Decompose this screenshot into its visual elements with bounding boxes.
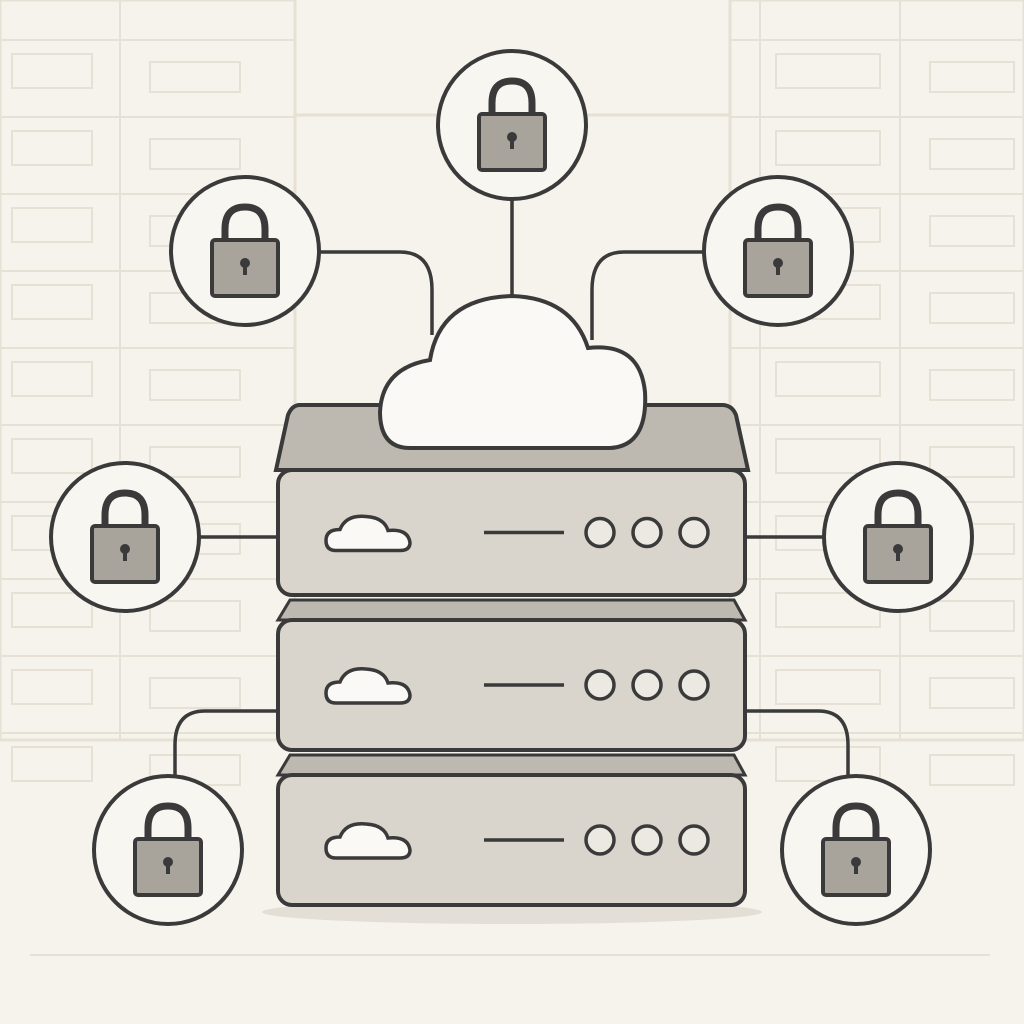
lock-shackle bbox=[488, 77, 536, 117]
lock-shackle bbox=[754, 203, 802, 243]
connection-line bbox=[590, 250, 704, 340]
wireframe-box bbox=[929, 215, 1015, 247]
indicator-light bbox=[584, 516, 616, 549]
keyhole-slot bbox=[776, 263, 780, 275]
unit-cloud-icon bbox=[324, 667, 412, 705]
wireframe-box bbox=[929, 754, 1015, 786]
lock-node bbox=[702, 175, 854, 327]
lock-icon bbox=[863, 489, 933, 584]
wireframe-box bbox=[775, 361, 881, 397]
wireframe-box bbox=[775, 53, 881, 89]
lock-node bbox=[436, 49, 588, 201]
wireframe-box bbox=[11, 438, 93, 474]
connection-line bbox=[320, 250, 434, 335]
lock-shackle bbox=[101, 489, 149, 529]
indicator-light bbox=[678, 516, 710, 549]
cloud-icon bbox=[377, 293, 648, 450]
lock-icon bbox=[90, 489, 160, 584]
server-unit bbox=[275, 753, 748, 907]
lock-icon bbox=[477, 77, 547, 172]
wireframe-box bbox=[929, 138, 1015, 170]
wireframe-box bbox=[11, 284, 93, 320]
unit-cloud-icon bbox=[324, 822, 412, 860]
wireframe-box bbox=[149, 61, 241, 93]
connection-lines bbox=[173, 200, 850, 775]
indicator-light bbox=[631, 669, 663, 701]
lock-icon bbox=[210, 203, 280, 298]
server-unit bbox=[275, 598, 748, 752]
keyhole-slot bbox=[510, 137, 514, 149]
lock-node bbox=[92, 774, 244, 926]
wireframe-box bbox=[11, 746, 93, 782]
connection-line bbox=[173, 709, 278, 775]
server-unit-ledge bbox=[275, 598, 748, 622]
lock-node bbox=[169, 175, 321, 327]
keyhole-slot bbox=[166, 862, 170, 874]
wireframe-box bbox=[929, 292, 1015, 324]
keyhole-slot bbox=[243, 263, 247, 275]
wireframe-box bbox=[149, 369, 241, 401]
lock-icon bbox=[743, 203, 813, 298]
keyhole-slot bbox=[123, 549, 127, 561]
wireframe-box bbox=[929, 446, 1015, 478]
wireframe-box bbox=[775, 669, 881, 705]
server-stack bbox=[273, 403, 751, 907]
wireframe-box bbox=[11, 207, 93, 243]
lock-node bbox=[49, 461, 201, 613]
wireframe-box bbox=[11, 592, 93, 628]
wireframe-box bbox=[149, 138, 241, 170]
wireframe-box bbox=[775, 438, 881, 474]
indicator-light bbox=[631, 516, 663, 549]
lock-node bbox=[822, 461, 974, 613]
lock-shackle bbox=[221, 203, 269, 243]
indicator-light bbox=[584, 824, 616, 856]
wireframe-box bbox=[929, 369, 1015, 401]
indicator-light bbox=[631, 824, 663, 856]
wireframe-box bbox=[11, 669, 93, 705]
wireframe-box bbox=[929, 61, 1015, 93]
wireframe-box bbox=[11, 361, 93, 397]
wireframe-box bbox=[149, 446, 241, 478]
lock-shackle bbox=[874, 489, 922, 529]
lock-nodes bbox=[49, 49, 974, 926]
wireframe-box bbox=[149, 677, 241, 709]
wireframe-box bbox=[11, 130, 93, 166]
keyhole-slot bbox=[896, 549, 900, 561]
server-unit bbox=[276, 468, 747, 597]
wireframe-box bbox=[929, 600, 1015, 632]
lock-shackle bbox=[832, 802, 880, 842]
indicator-light bbox=[584, 669, 616, 701]
indicator-light bbox=[678, 824, 710, 856]
wireframe-box bbox=[929, 677, 1015, 709]
connection-line bbox=[745, 709, 850, 775]
indicator-light bbox=[678, 669, 710, 701]
lock-icon bbox=[821, 802, 891, 897]
wireframe-box bbox=[149, 600, 241, 632]
wireframe-box bbox=[775, 130, 881, 166]
lock-node bbox=[780, 774, 932, 926]
server-unit-ledge bbox=[275, 753, 748, 777]
lock-shackle bbox=[144, 802, 192, 842]
wireframe-box bbox=[11, 53, 93, 89]
unit-cloud-icon bbox=[324, 514, 412, 553]
central-cloud-shape bbox=[377, 293, 648, 450]
wireframe-panel bbox=[0, 0, 297, 742]
lock-icon bbox=[133, 802, 203, 897]
keyhole-slot bbox=[854, 862, 858, 874]
